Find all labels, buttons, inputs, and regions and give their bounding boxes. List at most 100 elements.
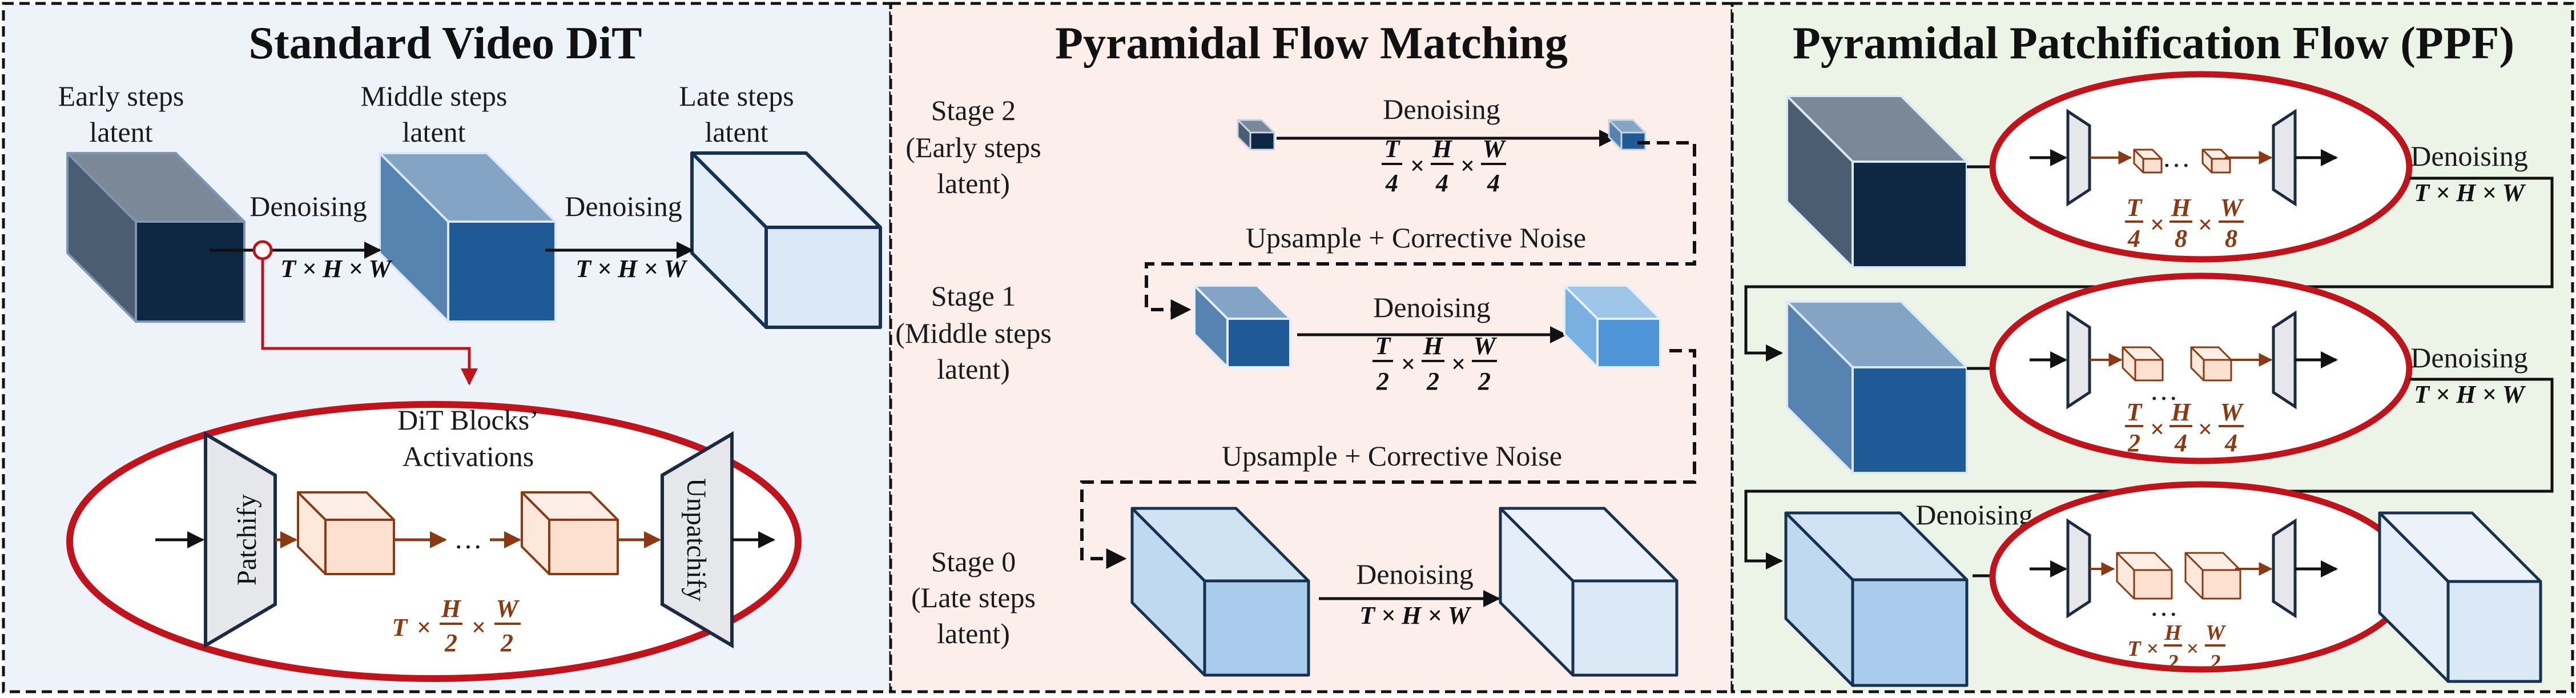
ppf-row3-dims-formula: T × H 2 × W 2	[2127, 621, 2227, 675]
stage0-end-cube	[1499, 507, 1679, 677]
activations-label-1: DiT Blocks’	[397, 404, 539, 436]
stage2-dims-w-den: 4	[1487, 169, 1500, 197]
token-dims-w-den: 2	[500, 629, 513, 657]
ppf-row2-dims-h-den: 4	[2174, 429, 2187, 457]
ppf-row3-dims-w-den: 2	[2209, 651, 2221, 675]
stage2-end-cube	[1608, 119, 1647, 151]
ppf-row2-ellipsis: …	[2150, 374, 2178, 406]
ppf-row2-input-cube	[1786, 300, 1968, 474]
patchify-block	[204, 431, 277, 649]
stage2-dims-w: W	[1482, 135, 1506, 163]
stage2-start-cube	[1237, 119, 1275, 151]
late-steps-latent-cube	[690, 151, 882, 329]
stage2-dims-t: T	[1384, 135, 1401, 163]
svg-text:×: ×	[2150, 415, 2164, 443]
middle-latent-label-2: latent	[402, 116, 465, 148]
svg-text:×: ×	[2197, 415, 2212, 443]
stage0-label-1: Stage 0	[931, 545, 1016, 577]
stage1-dims-w: W	[1473, 332, 1497, 360]
ppf-row3-dims-w: W	[2205, 621, 2227, 645]
late-latent-label-1: Late steps	[679, 80, 794, 112]
ppf-row3-output-cube	[2378, 511, 2542, 683]
ppf-row1-dims-t: T	[2127, 194, 2143, 222]
stage1-dims-t: T	[1375, 332, 1392, 360]
ppf-row3-token-1	[2116, 552, 2173, 600]
activation-tap-point	[252, 240, 273, 260]
panel-title-pyramidal: Pyramidal Flow Matching	[1055, 18, 1568, 69]
svg-text:×: ×	[1451, 350, 1465, 378]
ppf-row2-denoising-label: Denoising	[2410, 342, 2528, 374]
middle-steps-latent-cube	[379, 152, 557, 323]
denoising-label-2: Denoising	[565, 190, 682, 222]
ppf-row1-dims-w: W	[2220, 194, 2244, 222]
ppf-row2-dims-label: T × H × W	[2414, 380, 2526, 408]
ppf-row2-dims-formula: T 2 × H 4 × W 4	[2125, 398, 2244, 457]
stage0-label-3: latent)	[937, 617, 1010, 649]
unpatchify-label: Unpatchify	[681, 478, 711, 601]
ppf-row1-dims-label: T × H × W	[2414, 179, 2526, 207]
panel-title-ppf: Pyramidal Patchification Flow (PPF)	[1793, 18, 2514, 69]
token-dims-w: W	[496, 595, 520, 623]
ppf-row2-dims-w: W	[2220, 398, 2244, 426]
ppf-row3-dims-h-den: 2	[2167, 651, 2179, 675]
stage1-dims-h: H	[1423, 332, 1444, 360]
stage1-end-cube	[1563, 284, 1661, 368]
svg-text:×: ×	[471, 613, 485, 641]
ppf-row3-denoising-label: Denoising	[1915, 499, 2033, 531]
stage1-label-2: (Middle steps	[895, 317, 1052, 349]
ppf-row3-input-cube	[1784, 511, 1969, 687]
ppf-row2-unpatchify	[2272, 310, 2297, 410]
svg-text:×: ×	[1410, 152, 1424, 180]
dims-label-2: T × H × W	[575, 255, 687, 283]
ppf-row2-dims-h: H	[2171, 398, 2192, 426]
stage2-label-1: Stage 2	[931, 94, 1016, 126]
token-cube-2	[521, 491, 619, 575]
stage2-label-2: (Early steps	[905, 131, 1041, 163]
token-cube-1	[297, 491, 395, 575]
stage1-dims-t-den: 2	[1376, 367, 1389, 395]
token-dims-h-den: 2	[444, 629, 457, 657]
stage2-dims-t-den: 4	[1385, 169, 1398, 197]
ppf-row1-unpatchify	[2272, 109, 2297, 207]
svg-text:×: ×	[1460, 152, 1474, 180]
stage0-label-2: (Late steps	[911, 581, 1036, 613]
upsample-path-2-to-1	[1145, 141, 1696, 320]
stage1-label-1: Stage 1	[931, 280, 1016, 312]
stage2-label-3: latent)	[937, 167, 1010, 199]
stage1-dims-h-den: 2	[1426, 367, 1439, 395]
ppf-row2-dims-t-den: 2	[2127, 429, 2140, 457]
stage1-dims-formula: T 2 × H 2 × W 2	[1372, 332, 1497, 395]
token-dims-formula: T × H 2 × W 2	[392, 595, 521, 657]
svg-text:×: ×	[2197, 211, 2212, 239]
stage2-dims-h-den: 4	[1435, 169, 1448, 197]
ppf-row1-token-1	[2133, 149, 2163, 174]
patchify-label: Patchify	[232, 494, 262, 585]
upsample-label-2: Upsample + Corrective Noise	[1222, 440, 1562, 472]
ppf-row2-patchify	[2066, 310, 2091, 410]
upsample-label-1: Upsample + Corrective Noise	[1246, 222, 1586, 254]
ppf-row3-dims-h: H	[2164, 621, 2182, 645]
dims-label-1: T × H × W	[280, 255, 392, 283]
stage2-dims-formula: T 4 × H 4 × W 4	[1382, 135, 1506, 197]
ppf-row1-dims-w-den: 8	[2225, 224, 2237, 252]
ppf-row1-dims-h-den: 8	[2175, 224, 2187, 252]
ppf-row2-token-1	[2122, 346, 2164, 382]
unpatchify-block	[661, 431, 734, 649]
ppf-row1-dims-t-den: 4	[2127, 224, 2140, 252]
stage0-dims-label: T × H × W	[1359, 601, 1471, 629]
ppf-row1-ellipse	[1989, 71, 2413, 263]
activations-label-2: Activations	[402, 440, 534, 472]
token-dims-t: T	[392, 613, 409, 641]
ppf-row3-patchify	[2066, 518, 2091, 619]
token-ellipsis: …	[454, 523, 482, 555]
ppf-row2-dims-w-den: 4	[2224, 429, 2237, 457]
ppf-row1-dims-formula: T 4 × H 8 × W 8	[2125, 194, 2244, 252]
early-steps-latent-cube	[66, 152, 245, 323]
panel-title-standard: Standard Video DiT	[248, 18, 642, 69]
svg-text:×: ×	[1400, 350, 1415, 378]
ppf-row2-dims-t: T	[2127, 398, 2143, 426]
stage1-label-3: latent)	[937, 353, 1010, 385]
ppf-row3-token-2	[2184, 552, 2241, 600]
stage1-start-cube	[1193, 284, 1291, 368]
